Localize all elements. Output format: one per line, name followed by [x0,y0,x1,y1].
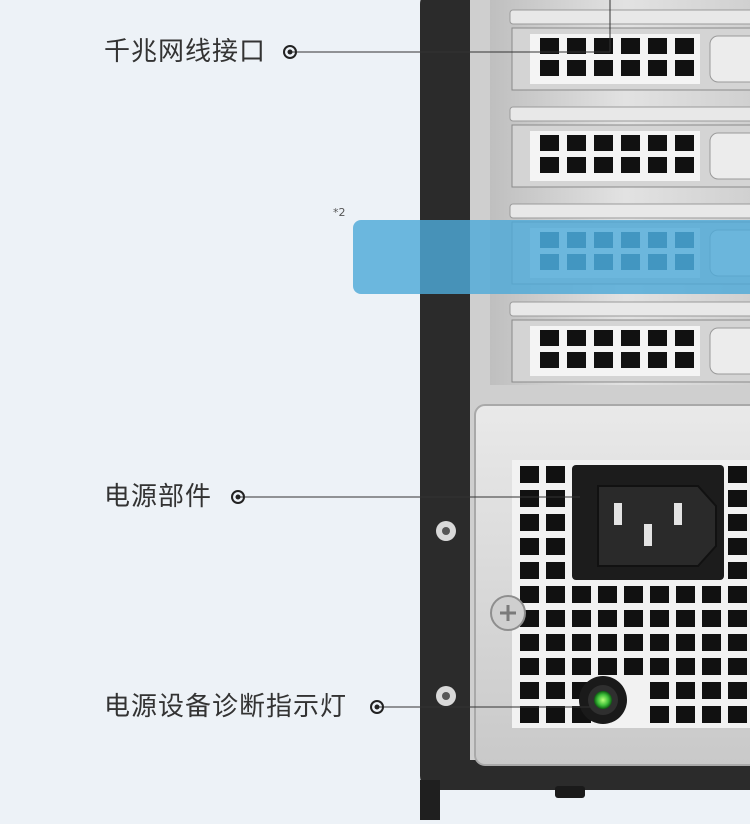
vent-hole [520,634,539,651]
vent-hole [546,466,565,483]
vent-hole [702,706,721,723]
callout-dots [231,45,384,714]
vent-hole [546,514,565,531]
vent-hole [728,706,747,723]
vent-hole [650,706,669,723]
vent-hole [650,658,669,675]
vent-hole [520,538,539,555]
vent-hole [702,586,721,603]
vent-hole [624,634,643,651]
vent-hole [546,658,565,675]
vent-hole [624,658,643,675]
vent-hole [520,706,539,723]
vent-hole [728,562,747,579]
vent-hole [572,610,591,627]
vent-hole [546,706,565,723]
callout-label-power-supply: 电源部件 [104,482,213,512]
expansion-slot [509,106,750,188]
vent-hole [572,634,591,651]
callout-label-diagnostic-light: 电源设备诊断指示灯 [104,692,348,722]
vent-hole [598,658,617,675]
vent-hole [728,682,747,699]
vent-hole [676,706,695,723]
vent-hole [520,658,539,675]
vent-hole [702,682,721,699]
vent-hole [702,658,721,675]
vent-hole [546,586,565,603]
vent-hole [598,586,617,603]
vent-hole [728,466,747,483]
psu-vent-grille [520,466,747,723]
vent-hole [650,682,669,699]
vent-hole [520,562,539,579]
vent-hole [728,586,747,603]
vent-hole [676,658,695,675]
vent-hole [546,610,565,627]
vent-hole [650,586,669,603]
vent-hole [520,466,539,483]
highlight-footnote: *2 [333,206,346,219]
vent-hole [598,634,617,651]
vent-hole [546,634,565,651]
vent-hole [520,490,539,507]
vent-hole [624,610,643,627]
vent-hole [546,538,565,555]
vent-hole [702,634,721,651]
vent-hole [728,610,747,627]
vent-hole [728,538,747,555]
expansion-slot [509,9,750,91]
highlight-band [353,220,750,294]
vent-hole [572,658,591,675]
chassis-rivets [436,521,456,706]
vent-hole [650,610,669,627]
vent-hole [676,610,695,627]
vent-hole [546,562,565,579]
vent-hole [650,634,669,651]
vent-hole [728,634,747,651]
vent-hole [676,586,695,603]
power-socket [572,465,724,580]
callout-label-gigabit-ethernet: 千兆网线接口 [104,37,267,67]
vent-hole [598,610,617,627]
vent-hole [520,586,539,603]
vent-hole [676,682,695,699]
diagnostic-led [579,676,627,724]
vent-hole [624,586,643,603]
vent-hole [702,610,721,627]
vent-hole [728,658,747,675]
vent-hole [572,586,591,603]
vent-hole [728,514,747,531]
callout-lines [238,0,611,708]
vent-hole [520,682,539,699]
expansion-slot [509,301,750,383]
vent-hole [546,490,565,507]
vent-hole [728,490,747,507]
vent-hole [546,682,565,699]
vent-hole [676,634,695,651]
vent-hole [520,514,539,531]
